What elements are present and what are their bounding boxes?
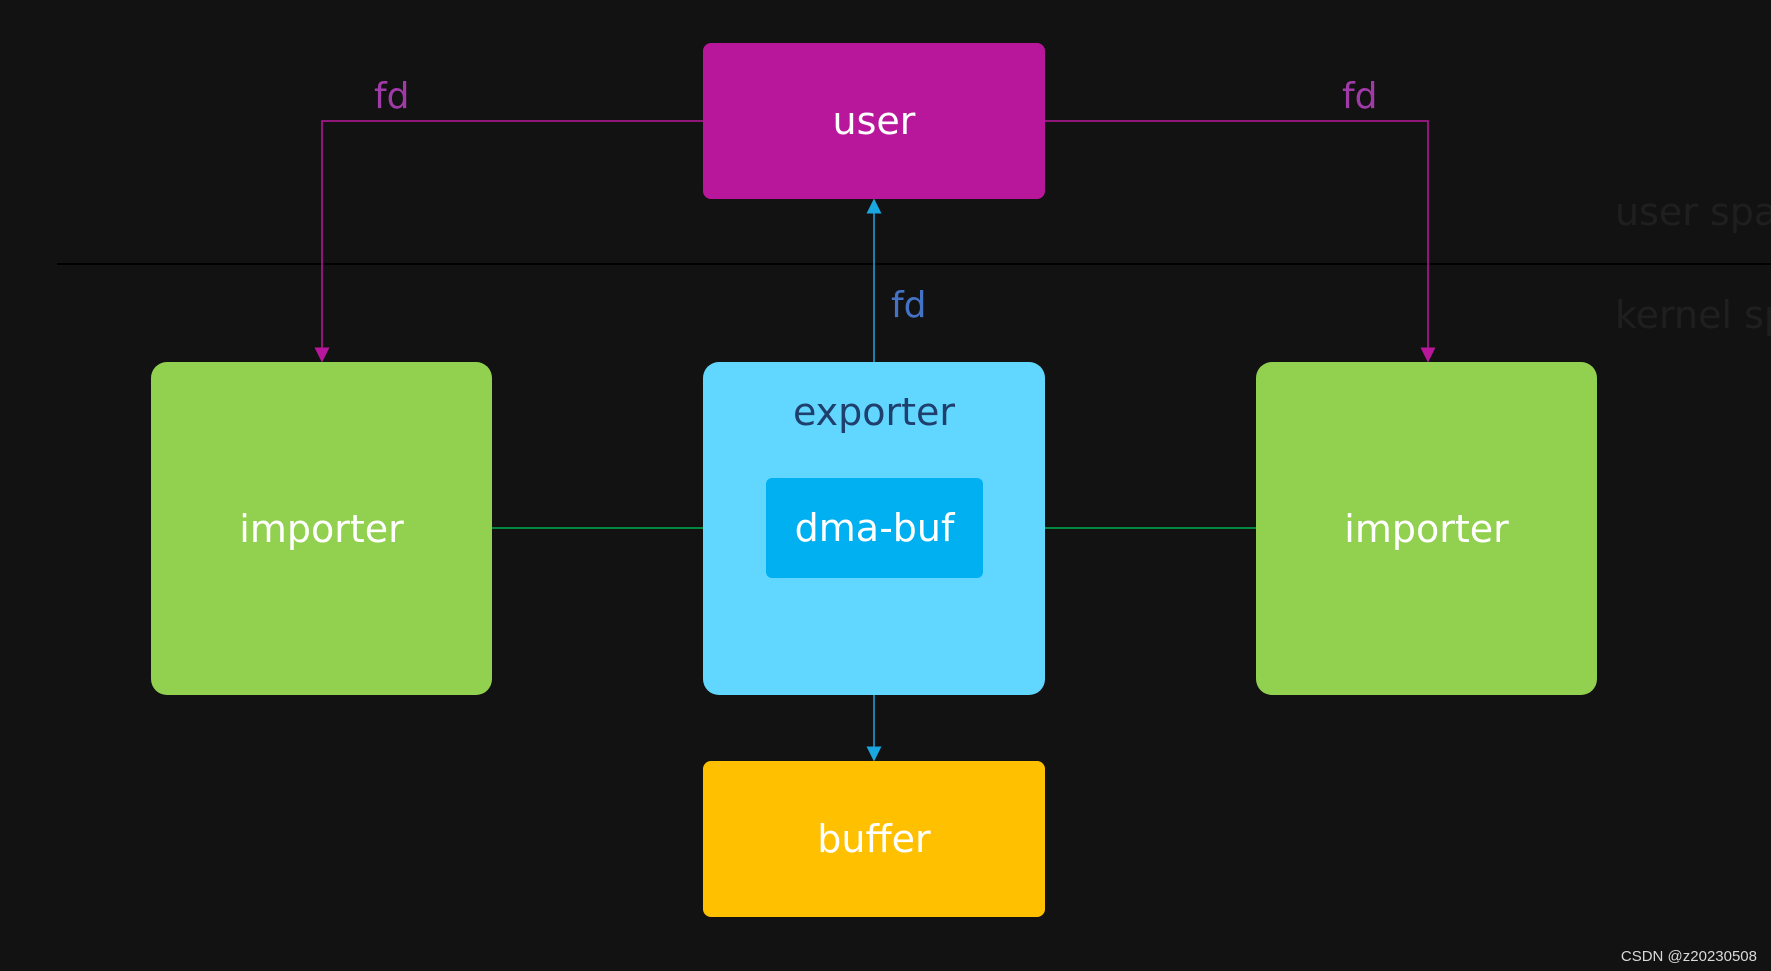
buffer-box: buffer bbox=[703, 761, 1045, 917]
user-label: user bbox=[832, 99, 916, 143]
kernel-space-label: kernel sp bbox=[1615, 293, 1771, 337]
dma-buf-box: dma-buf bbox=[766, 478, 983, 578]
importer-right-label: importer bbox=[1344, 506, 1509, 551]
user-space-label: user spac bbox=[1615, 190, 1771, 234]
watermark: CSDN @z20230508 bbox=[1620, 948, 1757, 965]
fd-arrow-user-to-right-importer bbox=[1045, 120, 1436, 363]
importer-left-label: importer bbox=[239, 506, 404, 551]
buffer-label: buffer bbox=[817, 817, 931, 861]
user-box: user bbox=[703, 43, 1045, 199]
dma-buf-label: dma-buf bbox=[794, 506, 955, 550]
fd-arrow-user-to-left-importer bbox=[314, 120, 703, 363]
exporter-label: exporter bbox=[792, 390, 956, 434]
importer-right-box: importer bbox=[1256, 362, 1597, 695]
fd-label-right: fd bbox=[1342, 76, 1378, 117]
importer-left-box: importer bbox=[151, 362, 492, 695]
fd-label-left: fd bbox=[374, 76, 410, 117]
fd-label-center: fd bbox=[891, 285, 927, 326]
